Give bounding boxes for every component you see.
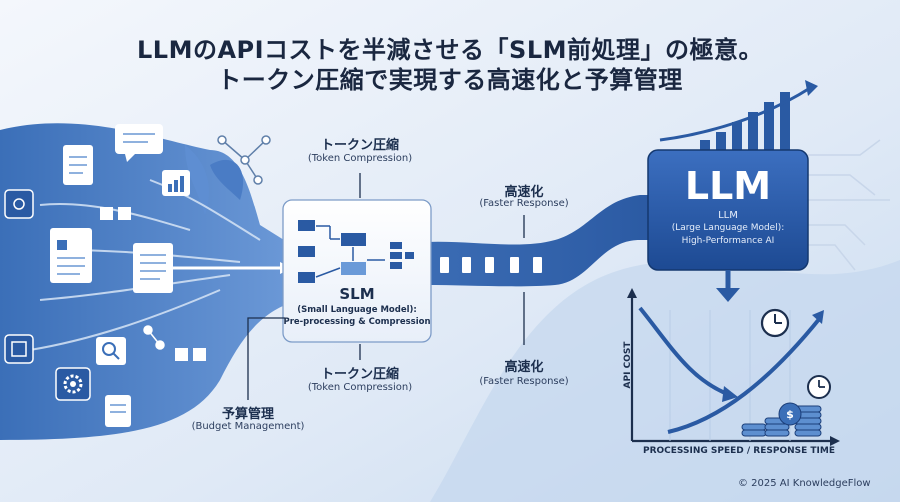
- budget-pointer: [247, 317, 285, 400]
- chat-bubble-icon: [115, 124, 163, 162]
- faster-response-bottom-sublabel: (Faster Response): [479, 376, 569, 387]
- network-node-icon: [217, 135, 271, 185]
- token-compression-bottom-sublabel: (Token Compression): [307, 382, 413, 393]
- data-stream: [425, 195, 655, 287]
- clock-icon: [760, 308, 790, 338]
- network-node-icon-2: [143, 325, 165, 350]
- faster-response-bottom-label: 高速化: [504, 360, 544, 375]
- dollar-icon: $: [786, 408, 794, 421]
- leaf-shape: [185, 145, 209, 215]
- coin-stack-icon: [741, 402, 822, 437]
- token-compression-bottom-label: トークン圧縮: [320, 367, 399, 382]
- llm-title: LLM: [684, 164, 772, 208]
- cost-speed-graph: [627, 288, 840, 446]
- bar-chart-icon: [162, 170, 190, 196]
- growth-bar-chart: [700, 92, 790, 158]
- growth-line: [659, 86, 811, 142]
- circuit-lines: [808, 139, 890, 271]
- gear-icon: [55, 367, 91, 401]
- llm-subtitle-3: High-Performance AI: [681, 236, 775, 246]
- small-squares: [100, 207, 206, 361]
- slm-process-diagram: [298, 220, 414, 283]
- slm-subtitle-2: Pre-processing & Compression: [283, 317, 431, 327]
- copyright-footer: © 2025 AI KnowledgeFlow: [738, 478, 871, 489]
- clock-icon-small: [807, 375, 831, 399]
- growth-arrowhead: [805, 80, 818, 96]
- llm-down-arrowhead: [716, 288, 740, 302]
- token-compression-top-sublabel: (Token Compression): [307, 153, 413, 164]
- slm-title: SLM: [339, 285, 375, 303]
- budget-management-label: 予算管理: [221, 407, 274, 422]
- leaf-shape-2: [210, 159, 244, 200]
- faster-response-top-sublabel: (Faster Response): [479, 198, 569, 209]
- stream-packets: [440, 257, 542, 273]
- search-icon: [96, 337, 126, 365]
- faster-response-top-label: 高速化: [504, 185, 544, 200]
- graph-x-axis-label: PROCESSING SPEED / RESPONSE TIME: [643, 446, 835, 456]
- budget-management-sublabel: (Budget Management): [191, 421, 305, 432]
- slm-subtitle-1: (Small Language Model):: [297, 305, 417, 315]
- document-icons: [50, 145, 173, 427]
- side-app-icons: [4, 189, 34, 364]
- title-line-2: トークン圧縮で実現する高速化と予算管理: [217, 66, 683, 94]
- token-compression-top-label: トークン圧縮: [320, 138, 399, 153]
- llm-subtitle-2: (Large Language Model):: [671, 223, 785, 233]
- graph-y-axis-label: API COST: [623, 341, 633, 389]
- title-line-1: LLMのAPIコストを半減させる「SLM前処理」の極意。: [136, 36, 764, 64]
- llm-subtitle-1: LLM: [718, 210, 738, 221]
